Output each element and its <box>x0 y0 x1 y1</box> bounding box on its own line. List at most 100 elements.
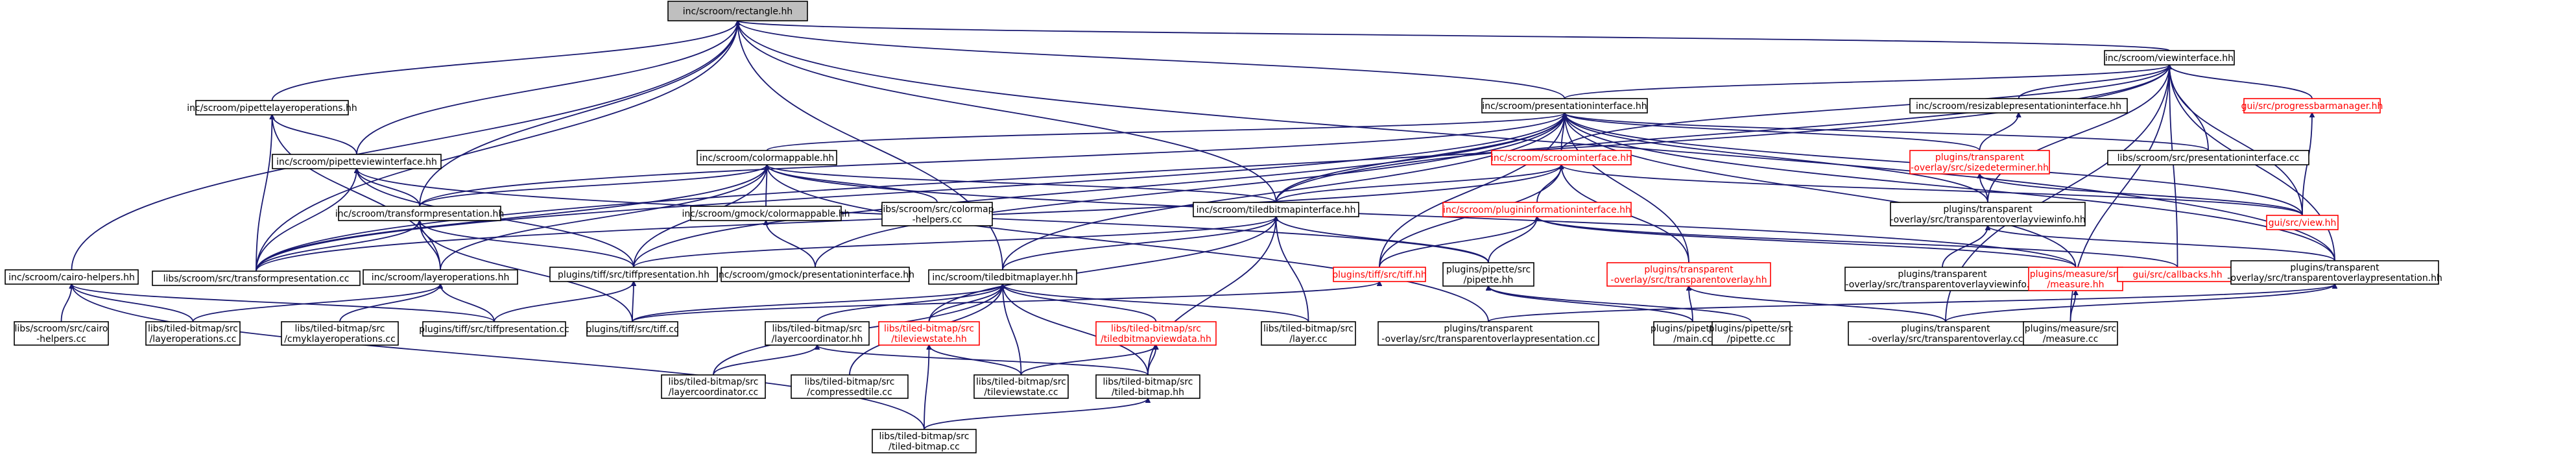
node-box <box>2230 260 2439 285</box>
node-pvi[interactable]: inc/scroom/pipetteviewinterface.hh <box>272 154 442 169</box>
node-box <box>145 321 241 346</box>
node-box <box>1442 202 1632 217</box>
node-tocc2[interactable]: plugins/transparent-overlay/src/transpar… <box>1848 321 2044 346</box>
node-box <box>5 269 139 285</box>
edge-lo-tiffpc <box>440 284 495 322</box>
node-box <box>1095 321 1217 346</box>
edge-cm-cmh <box>767 165 938 203</box>
node-lcoc[interactable]: libs/tiled-bitmap/src/layercoordinator.c… <box>661 374 766 399</box>
node-tbl[interactable]: inc/scroom/tiledbitmaplayer.hh <box>928 269 1077 285</box>
edge-sizedet-gview <box>1980 174 2303 216</box>
node-label: -overlay/src/transparentoverlayviewinfo.… <box>1845 280 2039 290</box>
edge-si-tbi <box>1275 165 1562 203</box>
edge-cm-meas <box>767 165 2077 268</box>
node-tbi[interactable]: inc/scroom/tiledbitmapinterface.hh <box>1193 202 1359 217</box>
node-sizedet[interactable]: plugins/transparent-overlay/src/sizedete… <box>1909 150 2050 174</box>
node-llay[interactable]: libs/tiled-bitmap/src/layer.cc <box>1261 321 1356 346</box>
node-box <box>1193 202 1359 217</box>
edge-pi-tovi <box>1565 113 1988 203</box>
node-label: inc/scroom/resizablepresentationinterfac… <box>1916 101 2121 112</box>
nodes-layer: inc/scroom/rectangle.hh inc/scroom/viewin… <box>5 1 2442 453</box>
node-gview[interactable]: gui/src/view.hh <box>2266 215 2339 230</box>
node-lo[interactable]: inc/scroom/layeroperations.hh <box>363 269 518 285</box>
node-box <box>2104 50 2235 66</box>
edge-tvs-tvsc <box>929 345 1022 376</box>
edge-rect-tbi <box>738 21 1277 203</box>
node-pipop[interactable]: inc/scroom/pipettelayeroperations.hh <box>187 100 357 115</box>
node-gcb[interactable]: gui/src/callbacks.hh <box>2117 267 2238 282</box>
node-box <box>338 206 501 221</box>
node-ctile[interactable]: libs/tiled-bitmap/src/compressedtile.cc <box>791 374 909 399</box>
edge-tiff-tiffc <box>632 282 1379 322</box>
node-label: plugins/tiff/src/tiffpresentation.cc <box>419 324 569 335</box>
node-tbvd[interactable]: libs/tiled-bitmap/src/tiledbitmapviewdat… <box>1095 321 1217 346</box>
node-box <box>2023 321 2118 346</box>
node-cairo[interactable]: inc/scroom/cairo-helpers.hh <box>5 269 139 285</box>
node-cmh[interactable]: libs/scroom/src/colormap-helpers.cc <box>880 202 994 226</box>
node-ltp[interactable]: libs/scroom/src/transformpresentation.cc <box>152 271 361 286</box>
node-topc[interactable]: plugins/transparent-overlay/src/transpar… <box>1377 321 1599 346</box>
node-measc[interactable]: plugins/measure/src/measure.cc <box>2023 321 2118 346</box>
node-label: inc/scroom/cairo-helpers.hh <box>8 272 135 283</box>
node-gpi[interactable]: inc/scroom/gmock/presentationinterface.h… <box>716 267 914 282</box>
node-pip[interactable]: plugins/pipette/src/pipette.hh <box>1442 262 1534 287</box>
node-lcoh[interactable]: libs/tiled-bitmap/src/layercoordinator.h… <box>765 321 870 346</box>
node-label: plugins/transparent <box>1898 269 1987 280</box>
node-tp[interactable]: inc/scroom/transformpresentation.hh <box>335 206 505 221</box>
node-tvs[interactable]: libs/tiled-bitmap/src/tileviewstate.hh <box>878 321 980 346</box>
edge-pi-gpi <box>815 113 1565 268</box>
edge-pi-top <box>1565 113 2335 261</box>
edge-tbl-tvsc <box>1003 284 1022 376</box>
node-tbc[interactable]: libs/tiled-bitmap/src/tiled-bitmap.cc <box>872 429 977 453</box>
edge-pi-tocc <box>1565 113 1689 263</box>
node-llo[interactable]: libs/tiled-bitmap/src/layeroperations.cc <box>145 321 241 346</box>
edge-tocc-tocc2 <box>1689 286 1946 322</box>
node-ppc[interactable]: plugins/pipette/src/pipette.cc <box>1709 321 1793 346</box>
node-lcmyk[interactable]: libs/tiled-bitmap/src/cmyklayeroperation… <box>281 321 399 346</box>
node-top[interactable]: plugins/transparent-overlay/src/transpar… <box>2227 260 2442 285</box>
node-label: inc/scroom/gmock/colormappable.hh <box>682 209 850 219</box>
node-label: inc/scroom/colormappable.hh <box>700 153 834 163</box>
node-box <box>1909 98 2128 114</box>
node-label: libs/tiled-bitmap/src <box>879 431 969 442</box>
node-lcairo[interactable]: libs/scroom/src/cairo-helpers.cc <box>14 321 109 346</box>
edge-tovi-top <box>1988 226 2335 261</box>
node-box <box>2266 215 2339 230</box>
node-tiffp[interactable]: plugins/tiff/src/tiffpresentation.hh <box>549 267 718 282</box>
edge-pip-ppc <box>1488 286 1752 322</box>
node-gcm[interactable]: inc/scroom/gmock/colormappable.hh <box>682 206 850 221</box>
node-pi[interactable]: inc/scroom/presentationinterface.hh <box>1481 98 1648 114</box>
node-si[interactable]: inc/scroom/scroominterface.hh <box>1491 150 1632 165</box>
node-pii[interactable]: inc/scroom/plugininformationinterface.hh <box>1442 202 1632 217</box>
node-box <box>1442 262 1534 287</box>
node-cm[interactable]: inc/scroom/colormappable.hh <box>697 150 837 165</box>
node-tbh[interactable]: libs/tiled-bitmap/src/tiled-bitmap.hh <box>1095 374 1200 399</box>
node-label: inc/scroom/tiledbitmapinterface.hh <box>1197 205 1356 215</box>
node-label: plugins/transparent <box>1644 265 1734 275</box>
node-tocc[interactable]: plugins/transparent-overlay/src/transpar… <box>1606 262 1771 287</box>
node-tiffc[interactable]: plugins/tiff/src/tiff.cc <box>586 321 679 337</box>
node-box <box>1491 150 1632 165</box>
node-tvsc[interactable]: libs/tiled-bitmap/src/tileviewstate.cc <box>973 374 1069 399</box>
node-lsp[interactable]: libs/scroom/src/presentationinterface.cc <box>2107 150 2309 165</box>
edge-tp-tiffp <box>420 221 634 268</box>
node-label: /layer.cc <box>1289 334 1327 344</box>
node-rpi[interactable]: inc/scroom/resizablepresentationinterfac… <box>1909 98 2128 114</box>
node-label: plugins/pipette/src <box>1709 324 1793 334</box>
node-label: /compressedtile.cc <box>807 387 892 398</box>
node-box <box>881 202 993 226</box>
node-toviC[interactable]: plugins/transparent-overlay/src/transpar… <box>1844 267 2040 291</box>
node-vi[interactable]: inc/scroom/viewinterface.hh <box>2104 50 2235 66</box>
node-tiff[interactable]: plugins/tiff/src/tiff.hh <box>1332 267 1427 282</box>
node-label: libs/tiled-bitmap/src <box>1103 377 1193 387</box>
node-meas[interactable]: plugins/measure/src/measure.hh <box>2028 267 2123 291</box>
edge-pi-cm <box>766 113 1565 151</box>
node-label: inc/scroom/pipettelayeroperations.hh <box>187 103 357 114</box>
node-box <box>363 269 518 285</box>
node-box <box>791 374 909 399</box>
edge-top-tocc2 <box>1945 284 2335 322</box>
node-tovi[interactable]: plugins/transparent-overlay/src/transpar… <box>1890 202 2086 226</box>
node-pbm[interactable]: gui/src/progressbarmanager.hh <box>2241 98 2383 114</box>
node-rect[interactable]: inc/scroom/rectangle.hh <box>667 1 808 21</box>
node-tiffpc[interactable]: plugins/tiff/src/tiffpresentation.cc <box>419 321 569 337</box>
